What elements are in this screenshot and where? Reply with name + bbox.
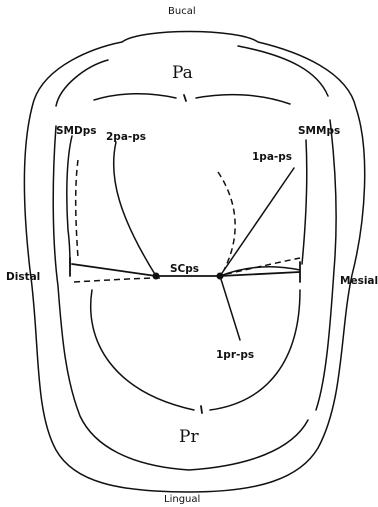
label-pr: Pr: [179, 427, 199, 447]
upper-fossa-mark: [184, 95, 186, 101]
inner-outline-top-right: [238, 46, 328, 96]
label-bucal: Bucal: [168, 6, 196, 17]
upper-arc-left: [94, 94, 176, 100]
groove-1pa-ps: [220, 168, 294, 276]
label-distal: Distal: [6, 271, 40, 283]
label-mesial: Mesial: [340, 275, 378, 287]
label-1pr-ps: 1pr-ps: [216, 349, 254, 361]
label-1pa-ps: 1pa-ps: [252, 151, 292, 163]
outer-crown-outline: [24, 32, 364, 493]
lower-fossa-mark: [201, 406, 202, 413]
smdps-ridge-dashed: [76, 160, 78, 258]
central-dashed-left: [74, 278, 160, 282]
groove-2pa-ps: [114, 142, 156, 276]
inner-outline-right: [316, 120, 336, 410]
label-2pa-ps: 2pa-ps: [106, 131, 146, 143]
groove-1pr-ps: [220, 276, 240, 340]
label-pa: Pa: [172, 63, 193, 83]
central-dashed-right: [226, 258, 300, 274]
inner-outline-top-left: [56, 60, 108, 106]
label-smdps: SMDps: [56, 125, 97, 137]
lower-arc-left: [91, 290, 194, 410]
smmps-ridge: [302, 140, 307, 264]
label-lingual: Lingual: [164, 494, 200, 505]
upper-arc-right: [196, 95, 290, 104]
label-scps: SCps: [170, 263, 199, 275]
scps-node-right: [217, 273, 224, 280]
smdps-ridge-solid: [67, 136, 72, 266]
groove-dashed-upper: [218, 172, 235, 270]
scps-node-left: [153, 273, 160, 280]
label-smmps: SMMps: [298, 125, 340, 137]
